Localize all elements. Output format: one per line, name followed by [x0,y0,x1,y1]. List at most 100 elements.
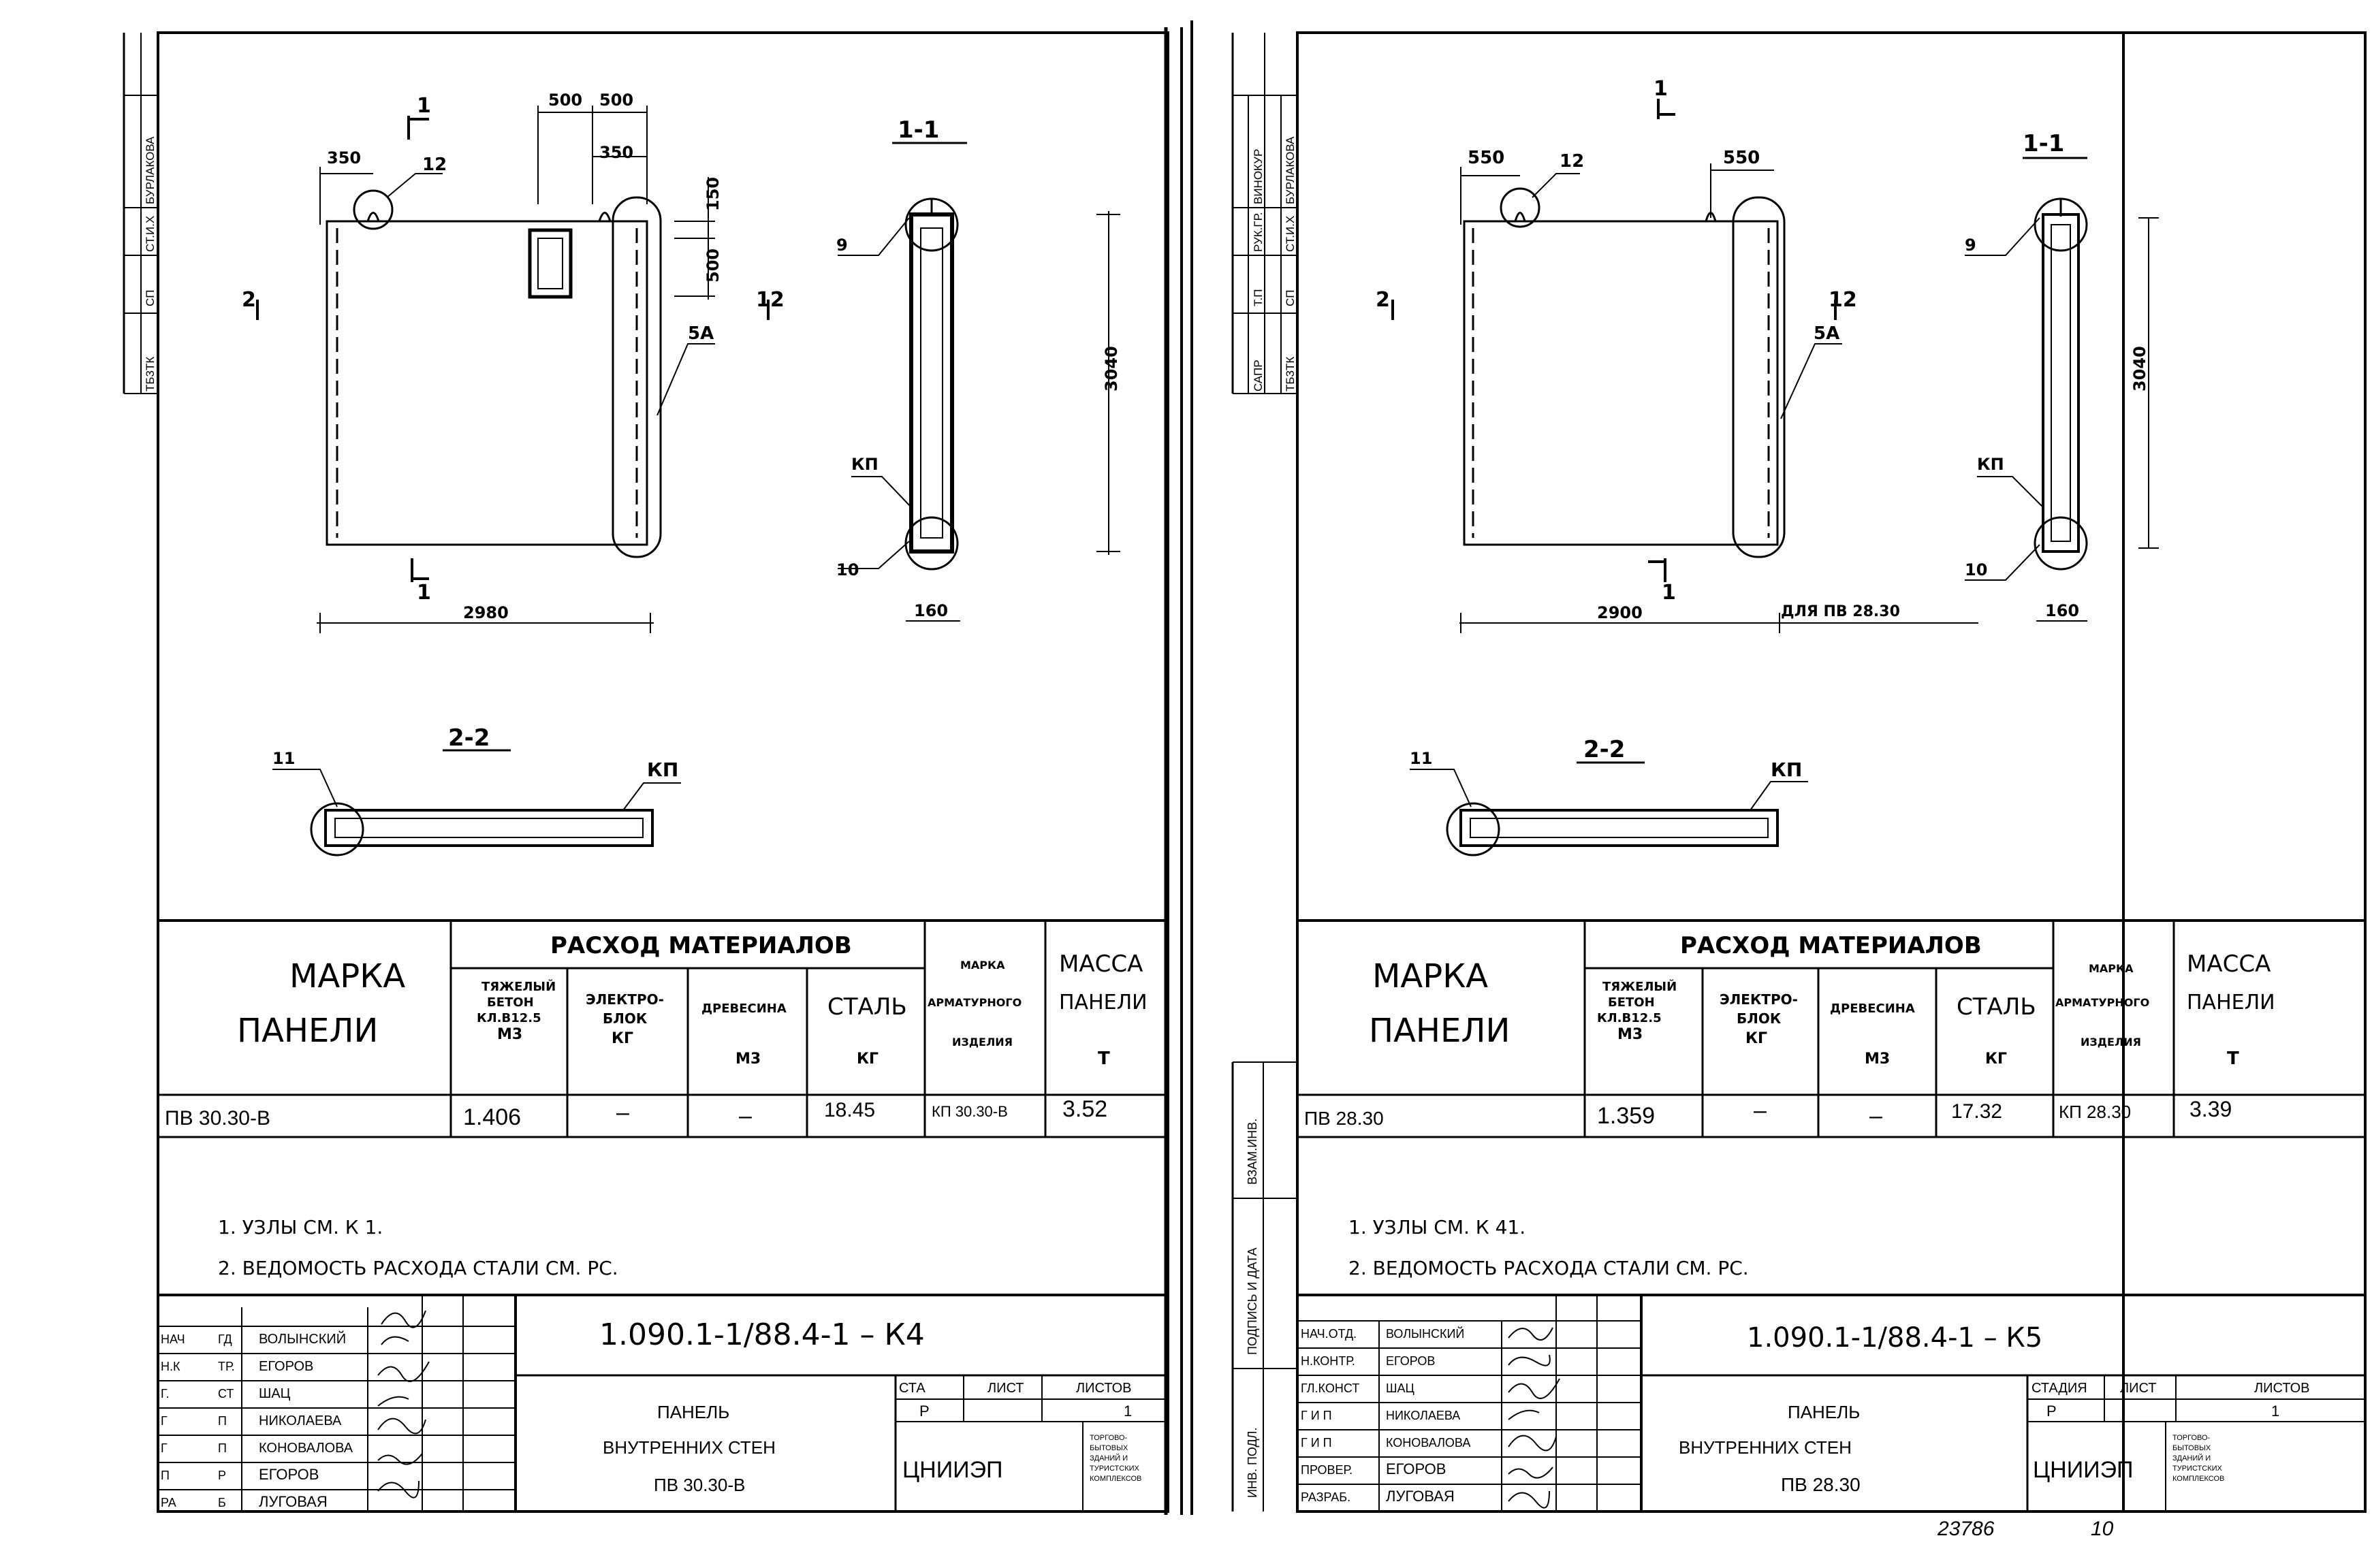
r-side-stamp-1: БУРЛАКОВА [1284,136,1297,204]
elektro-h2: БЛОК [603,1010,648,1027]
elektro-h1: ЭЛЕКТРО- [586,991,664,1008]
tb-role2-1: ГД [218,1332,232,1346]
left-title-block [158,1294,1168,1511]
r-list-header: ЛИСТ [2120,1381,2157,1396]
left-side-stamp: БУРЛАКОВА СТ.И.Х СП ТБ3ТК [123,33,158,394]
r-mark-kp: КП [1977,455,2004,474]
r-section-mark-2: 2 [1376,288,1390,312]
r-org-note-2: БЫТОВЫХ [2172,1444,2211,1452]
r-side-stamp-3: СТ.И.Х [1284,216,1297,252]
r-tb-name-5: КОНОВАЛОВА [1386,1436,1470,1450]
side-stamp-1: БУРЛАКОВА [144,136,157,204]
r-listov-header: ЛИСТОВ [2254,1381,2310,1396]
tb-role-2: Н.К [161,1360,180,1373]
footer-number: 23786 [1937,1518,1995,1540]
r-mark-kp-2: КП [1771,758,1802,781]
right-materials-table [1297,919,2365,1138]
right-drawing: БУРЛАКОВА ВИНОКУР СТ.И.Х РУК.ГР. СП Т.П … [1190,20,2367,1540]
r-beton-h3: КЛ.В12.5 [1597,1011,1662,1025]
r-section-2-2-title: 2-2 [1583,736,1625,763]
r-dim-550-b: 550 [1723,148,1760,168]
r-rashod-header: РАСХОД МАТЕРИАЛОВ [1680,932,1982,959]
org-note-1: ТОРГОВО- [1090,1434,1128,1442]
left-drawing-sheet: БУРЛАКОВА СТ.И.Х СП ТБ3ТК [123,27,1183,1515]
right-title-block [1297,1294,2365,1511]
dim-350-b: 350 [599,143,633,162]
tb-name-2: ЕГОРОВ [259,1359,313,1374]
armatura-h3: ИЗДЕЛИЯ [952,1036,1013,1049]
left-panel-elevation [256,106,770,633]
mark-9: 9 [836,236,848,255]
section-2-2-title: 2-2 [448,724,490,752]
r-side-stamp-8: САПР [1252,359,1265,391]
left-section-2-2 [272,749,681,857]
massa-h2: ПАНЕЛИ [1059,991,1148,1014]
section-mark-2-right: 12 [756,288,785,312]
r-row-beton: 1.359 [1597,1103,1655,1129]
mark-11: 11 [272,749,295,768]
drawing-code: 1.090.1-1/88.4-1 – К4 [599,1317,925,1352]
title-name-2: ВНУТРЕННИХ СТЕН [603,1437,776,1458]
strip-vzam: ВЗАМ.ИНВ. [1246,1119,1259,1185]
r-stadia-header: СТАДИЯ [2031,1381,2087,1396]
rashod-header: РАСХОД МАТЕРИАЛОВ [550,932,852,959]
left-drawing: БУРЛАКОВА СТ.И.Х СП ТБ3ТК [123,27,1183,1515]
listov-header: ЛИСТОВ [1076,1381,1132,1396]
section-1-1-title: 1-1 [898,116,939,144]
r-mark-11: 11 [1410,749,1432,768]
drevesina-h1: ДРЕВЕСИНА [701,1002,787,1016]
section-mark-2: 2 [242,288,256,312]
r-mark-12: 12 [1560,151,1584,172]
r-tb-name-2: ЕГОРОВ [1386,1354,1435,1368]
r-stal-h1: СТАЛЬ [1957,993,2036,1021]
beton-h4: М3 [497,1026,522,1043]
r-marka-label: МАРКА [1372,957,1488,995]
org-note-2: БЫТОВЫХ [1090,1444,1128,1452]
r-dim-dla: ДЛЯ ПВ 28.30 [1781,603,1900,620]
r-side-stamp-2: ВИНОКУР [1252,149,1265,204]
r-mark-10: 10 [1965,560,1987,579]
r-title-name-1: ПАНЕЛЬ [1788,1402,1860,1422]
left-materials-table [158,919,1168,1138]
row-stal: 18.45 [824,1099,875,1121]
r-tb-name-7: ЛУГОВАЯ [1386,1488,1455,1505]
r-stadia-value: Р [2046,1403,2057,1420]
r-side-stamp-7: ТБ3ТК [1284,357,1297,391]
r-dim-2900: 2900 [1597,603,1643,622]
dim-500-a: 500 [548,91,582,110]
dim-3040: 3040 [1102,346,1121,391]
side-stamp-4: ТБ3ТК [144,357,157,391]
tb-role-7: РА [161,1496,176,1509]
r-tb-name-4: НИКОЛАЕВА [1386,1409,1460,1422]
paneli-label: ПАНЕЛИ [237,1012,378,1050]
r-note-2: 2. ВЕДОМОСТЬ РАСХОДА СТАЛИ СМ. РС. [1348,1257,1749,1279]
r-row-armatura: КП 28.30 [2059,1102,2131,1122]
right-panel-elevation [1391,99,1978,633]
org-name: ЦНИИЭП [902,1457,1002,1483]
stal-h2: КГ [857,1051,879,1068]
right-section-1-1 [1965,157,2159,622]
drevesina-h2: М3 [736,1051,761,1068]
tb-name-3: ШАЦ [259,1386,291,1401]
r-paneli-label: ПАНЕЛИ [1369,1012,1510,1050]
tb-role2-2: ТР. [218,1360,235,1373]
r-row-drevesina: – [1869,1103,1882,1129]
list-header: ЛИСТ [987,1381,1024,1396]
r-armatura-h1: МАРКА [2089,962,2134,975]
r-armatura-h2: АРМАТУРНОГО [2055,996,2149,1009]
stadia-header: СТА [899,1381,926,1396]
r-stal-h2: КГ [1985,1051,2007,1068]
r-tb-role-1: НАЧ.ОТД. [1301,1327,1357,1341]
right-side-stamp: БУРЛАКОВА ВИНОКУР СТ.И.Х РУК.ГР. СП Т.П … [1231,33,1297,394]
strip-inv: ИНВ. ПОДЛ. [1246,1428,1259,1499]
right-left-strip: ВЗАМ.ИНВ. ПОДПИСЬ И ДАТА ИНВ. ПОДЛ. [1231,1061,1297,1511]
tb-role2-4: П [218,1414,227,1428]
r-section-mark-1-top: 1 [1654,77,1668,101]
r-row-stal: 17.32 [1951,1100,2002,1123]
r-note-1: 1. УЗЛЫ СМ. К 41. [1348,1216,1525,1238]
r-dim-550-a: 550 [1468,148,1504,168]
side-stamp-2: СТ.И.Х [144,216,157,252]
side-stamp-3: СП [144,290,157,307]
left-section-1-1 [838,142,1120,622]
armatura-h1: МАРКА [960,959,1005,972]
